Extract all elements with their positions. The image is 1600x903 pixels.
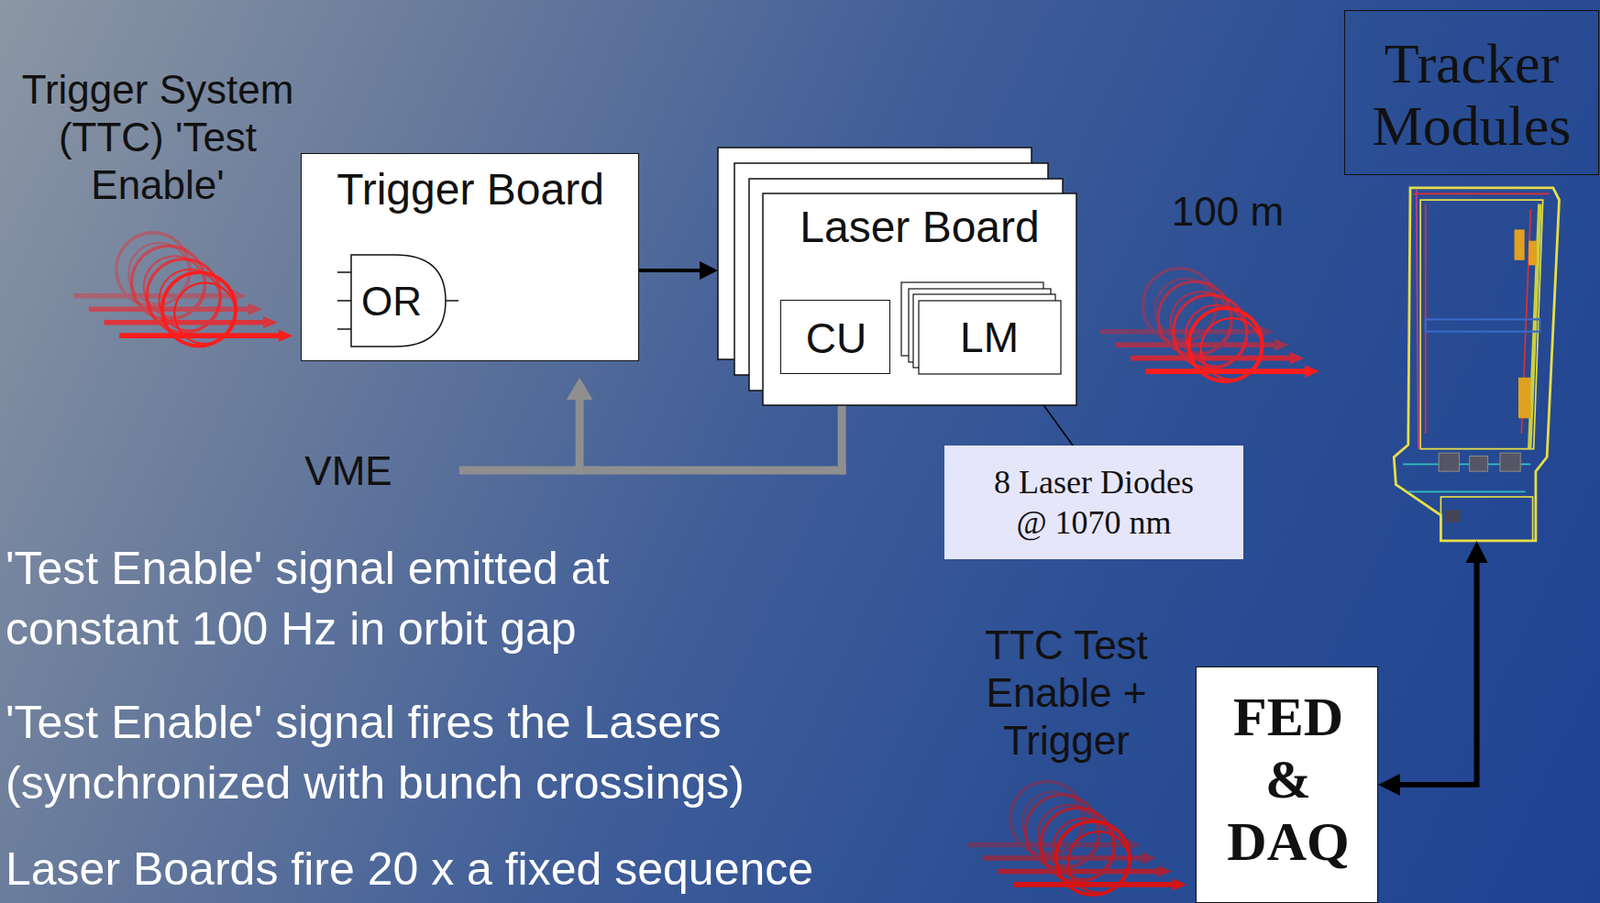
- node-text: Laser Board: [799, 201, 1040, 253]
- module-part: [1514, 229, 1525, 260]
- module-frame: [1420, 199, 1544, 450]
- gate-input: [337, 299, 352, 302]
- or-gate: OR: [351, 253, 447, 348]
- node-text: OR: [361, 277, 422, 325]
- gate-input: [337, 328, 352, 331]
- signal-arrow: [639, 268, 709, 273]
- node-text: 8 Laser Diodes @ 1070 nm: [986, 462, 1203, 543]
- chip: [1500, 452, 1521, 472]
- node-text: CU: [805, 314, 867, 364]
- board-outline: [762, 193, 1077, 406]
- system-label: Trigger System (TTC) 'Test Enable': [15, 66, 300, 210]
- bus-label: VME: [302, 447, 395, 496]
- node-text: LM: [960, 313, 1019, 363]
- fiber-icon: [1100, 268, 1320, 383]
- bus-line: [575, 396, 585, 475]
- callout-box: 8 Laser Diodes @ 1070 nm: [944, 445, 1244, 560]
- node-text: Tracker Modules: [1347, 32, 1596, 157]
- process-box: Trigger BoardOR: [300, 153, 640, 362]
- module-line: [1408, 491, 1526, 494]
- sensor-band: [1425, 319, 1541, 332]
- bullet-note: 'Test Enable' signal emitted at constant…: [5, 538, 740, 660]
- bullet-note: Laser Boards fire 20 x a fixed sequence: [5, 840, 923, 898]
- module-part: [1528, 241, 1537, 266]
- chip: [1438, 452, 1459, 472]
- unit-box: CU: [780, 299, 891, 375]
- chip: [1469, 455, 1489, 472]
- chip: [1445, 509, 1461, 522]
- board-stack: Laser BoardCU LM: [717, 147, 1077, 406]
- daq-box: FED & DAQ: [1195, 666, 1379, 903]
- bus-head: [566, 377, 594, 400]
- readout-arrow: [1389, 551, 1478, 785]
- module-line: [1416, 189, 1419, 450]
- tracker-module-drawing: [1393, 187, 1559, 541]
- fiber-icon: [967, 781, 1187, 895]
- node-text: Trigger Board: [336, 164, 605, 215]
- module-frame: [1440, 496, 1533, 541]
- module-stack: LM: [901, 282, 1061, 375]
- module-part: [1518, 377, 1531, 420]
- bullet-note: 'Test Enable' signal fires the Lasers (s…: [5, 692, 795, 814]
- bus-line: [459, 466, 847, 475]
- gate-body: [351, 254, 446, 347]
- module-line: [1412, 193, 1549, 196]
- node-text: FED & DAQ: [1210, 685, 1367, 873]
- tracker-box: Tracker Modules: [1344, 10, 1600, 541]
- signal-label: TTC Test Enable + Trigger: [951, 621, 1181, 765]
- length-label: 100 m: [1163, 187, 1292, 236]
- board-outline: [918, 300, 1061, 375]
- fiber-icon: [73, 232, 293, 347]
- bus-line: [838, 396, 847, 475]
- gate-input: [337, 271, 352, 274]
- gate-output: [445, 299, 459, 302]
- module-outline: [1393, 187, 1559, 541]
